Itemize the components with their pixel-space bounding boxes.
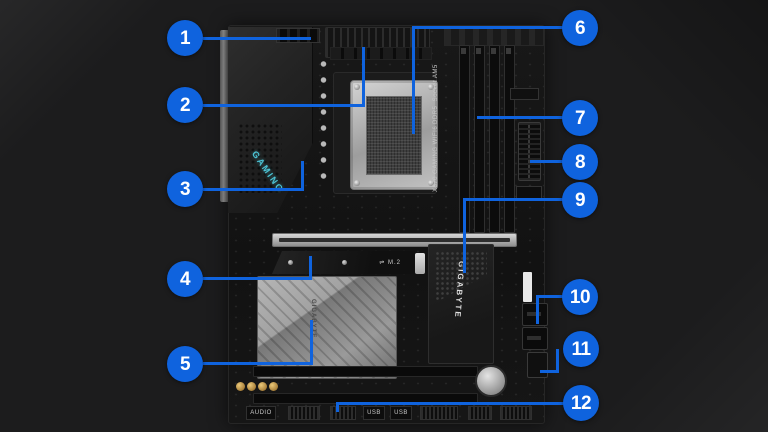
callout-5-badge[interactable]: 5 bbox=[167, 346, 203, 382]
callout-8-number: 8 bbox=[574, 151, 586, 173]
callout-line-9-h bbox=[463, 198, 564, 201]
callout-line-2-h bbox=[203, 104, 365, 107]
callout-11-number: 11 bbox=[571, 338, 591, 360]
callout-line-8 bbox=[530, 160, 564, 163]
m2-screw bbox=[342, 260, 347, 265]
callout-6-badge[interactable]: 6 bbox=[562, 10, 598, 46]
cpu-power-8pin-connector bbox=[276, 28, 320, 43]
callout-3-number: 3 bbox=[179, 178, 191, 200]
sata-ports-lower bbox=[522, 327, 548, 350]
callout-12-badge[interactable]: 12 bbox=[563, 385, 599, 421]
callout-line-6-h bbox=[412, 26, 564, 29]
cmos-battery bbox=[475, 365, 507, 397]
pcb-silkscreen-model: X870 GAMING WIFI6 DDR5 Socket AM5 bbox=[433, 64, 441, 192]
audio-capacitor bbox=[258, 382, 267, 391]
callout-9-badge[interactable]: 9 bbox=[562, 182, 598, 218]
gigabyte-brand-gray: GIGABYTE bbox=[310, 299, 316, 339]
bottom-header bbox=[500, 406, 532, 420]
callout-6-number: 6 bbox=[574, 17, 586, 39]
dimm-slot-4 bbox=[504, 45, 515, 233]
usb-c-header bbox=[510, 88, 539, 100]
socket-screw bbox=[354, 84, 360, 90]
vrm-capacitors bbox=[315, 56, 332, 184]
callout-line-11-h bbox=[540, 370, 559, 373]
callout-7-badge[interactable]: 7 bbox=[562, 100, 598, 136]
m2-label: ⇌ M.2 bbox=[379, 260, 401, 266]
socket-screw bbox=[354, 180, 360, 186]
usb2-header-a: USB bbox=[363, 406, 385, 420]
callout-7-number: 7 bbox=[574, 107, 586, 129]
callout-1-badge[interactable]: 1 bbox=[167, 20, 203, 56]
usb3-front-header bbox=[527, 352, 548, 378]
m2-screw bbox=[288, 260, 293, 265]
pcie-slot-2 bbox=[253, 366, 478, 377]
callout-3-badge[interactable]: 3 bbox=[167, 171, 203, 207]
callout-4-number: 4 bbox=[179, 268, 191, 290]
bottom-header bbox=[468, 406, 492, 420]
callout-2-number: 2 bbox=[179, 94, 191, 116]
dimm-slot-3 bbox=[489, 45, 500, 233]
callout-line-4-h bbox=[203, 277, 312, 280]
callout-line-10-h bbox=[536, 295, 564, 298]
callout-line-1 bbox=[203, 37, 311, 40]
callout-line-3-h bbox=[203, 188, 304, 191]
callout-line-5-v bbox=[310, 320, 313, 365]
front-audio-header: AUDIO bbox=[246, 406, 276, 420]
bottom-header bbox=[330, 406, 356, 420]
dimm-slot-2 bbox=[474, 45, 485, 233]
rear-io-shroud-heatsink: GAMING bbox=[228, 27, 313, 213]
m2-thermal-guard: ⇌ M.2 bbox=[272, 251, 415, 274]
callout-2-badge[interactable]: 2 bbox=[167, 87, 203, 123]
atx-24pin-power-connector bbox=[518, 122, 541, 181]
m2-logo-icon: ⇌ bbox=[379, 260, 386, 266]
callout-8-badge[interactable]: 8 bbox=[562, 144, 598, 180]
vrm-chokes-row bbox=[330, 47, 432, 60]
socket-memory-text: DDR5 Socket AM5 bbox=[433, 64, 439, 124]
m2-connector-latch bbox=[415, 253, 425, 274]
callout-line-11-v bbox=[556, 349, 559, 373]
chipset-heatsink: GIGABYTE bbox=[428, 244, 494, 364]
callout-line-5-h bbox=[203, 362, 313, 365]
top-edge-heatsink-strip bbox=[444, 26, 544, 46]
callout-4-badge[interactable]: 4 bbox=[167, 261, 203, 297]
callout-line-10-v bbox=[536, 295, 539, 324]
callout-line-12-h bbox=[336, 402, 565, 405]
callout-5-number: 5 bbox=[179, 353, 191, 375]
callout-line-4-v bbox=[309, 256, 312, 280]
callout-line-7 bbox=[477, 116, 564, 119]
audio-capacitor bbox=[247, 382, 256, 391]
center-m2-heatsink: GIGABYTE bbox=[257, 276, 397, 379]
model-text: X870 GAMING WIFI6 bbox=[433, 125, 439, 192]
front-panel-header bbox=[420, 406, 458, 420]
callout-12-number: 12 bbox=[570, 392, 592, 414]
callout-line-3-v bbox=[301, 161, 304, 191]
callout-1-number: 1 bbox=[179, 27, 191, 49]
rear-io-bracket bbox=[220, 30, 229, 202]
bottom-header bbox=[288, 406, 320, 420]
callout-10-badge[interactable]: 10 bbox=[562, 279, 598, 315]
callout-10-number: 10 bbox=[569, 286, 591, 308]
callout-line-6-v bbox=[412, 26, 415, 134]
audio-capacitor bbox=[269, 382, 278, 391]
sata-ports-upper bbox=[522, 303, 548, 326]
socket-screw bbox=[428, 84, 434, 90]
heatsink-stripes bbox=[258, 277, 396, 378]
audio-capacitor bbox=[236, 382, 245, 391]
pcie-x16-slot bbox=[272, 233, 517, 247]
shroud-vents bbox=[238, 123, 282, 193]
callout-11-badge[interactable]: 11 bbox=[563, 331, 599, 367]
callout-9-number: 9 bbox=[574, 189, 586, 211]
callout-line-2-v bbox=[362, 47, 365, 107]
usb2-header-b: USB bbox=[390, 406, 412, 420]
callout-line-9-v bbox=[463, 198, 466, 273]
label-sticker bbox=[523, 272, 532, 302]
socket-screw bbox=[428, 180, 434, 186]
callout-line-12-v bbox=[336, 402, 339, 412]
